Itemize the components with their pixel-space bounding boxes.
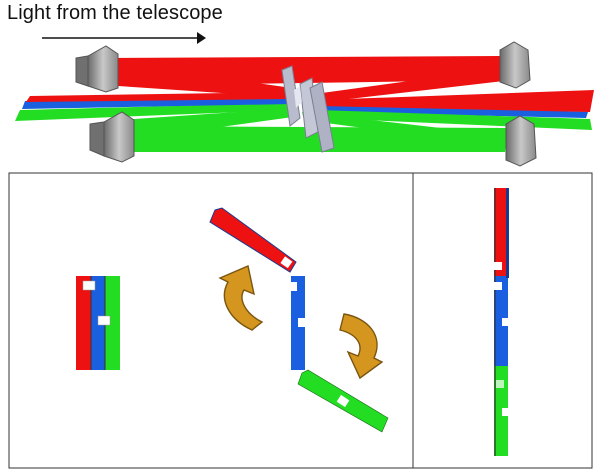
rotate-clockwise-icon (339, 313, 384, 380)
light-source-label: Light from the telescope (7, 2, 223, 24)
outgoing-beam-blue (318, 106, 588, 118)
right-arrow-icon (42, 32, 206, 44)
beam-green-cross (302, 112, 512, 148)
mirror-lower-right (505, 115, 537, 167)
beam-red-cross (300, 68, 512, 104)
output-slit-panel (412, 172, 593, 469)
incoming-beam-red (26, 92, 292, 102)
mirror-upper-left (75, 45, 119, 93)
slicer-mirror-face (294, 86, 302, 108)
outgoing-beam-red (318, 90, 594, 112)
slice-red (209, 207, 297, 273)
mirror-upper-right (499, 41, 531, 89)
stacked-slicer (76, 276, 120, 370)
slicer-mirror-top (281, 65, 301, 127)
output-slit (494, 188, 510, 456)
slicer-mirror-low (309, 81, 335, 153)
optical-path-3d (15, 41, 594, 167)
incoming-beam-green (15, 103, 292, 121)
rotate-counterclockwise-icon (218, 265, 264, 331)
exploded-slicer (209, 207, 389, 433)
mirror-lower-left (89, 111, 135, 163)
beam-red-top (108, 56, 500, 86)
